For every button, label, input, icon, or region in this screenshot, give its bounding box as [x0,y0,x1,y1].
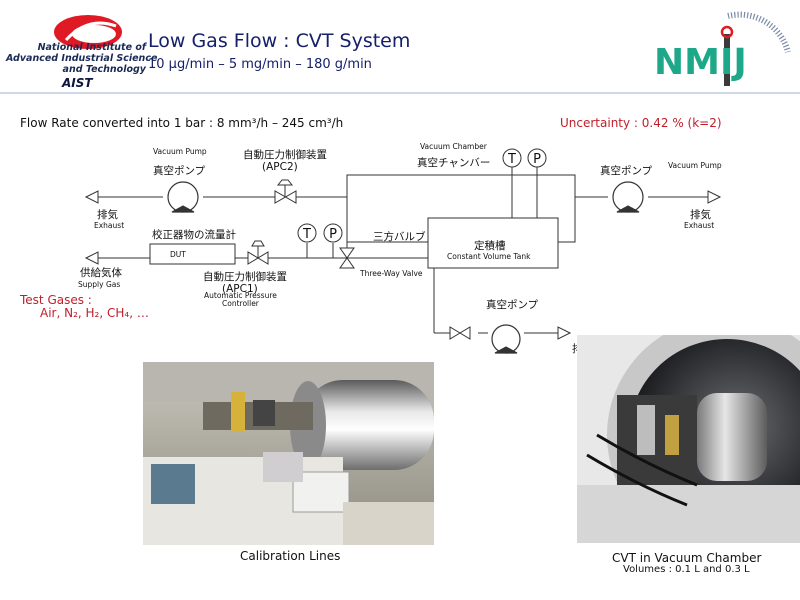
header-divider [0,92,800,94]
cvt-chamber-photo [577,335,800,543]
supply-arrow-icon [84,251,99,265]
aist-logo [54,15,122,49]
exhaust-bottom-arrow-icon [557,326,572,340]
exhaust-right-arrow-icon [707,190,722,204]
sensor-t-label: T [507,152,516,167]
vacuum-pump-right-jp: 真空ポンプ [600,164,653,177]
test-gases-list: Air, N₂, H₂, CH₄, … [40,306,149,320]
bottom-valve-icon [449,326,471,340]
supply-gas-jp: 供給気体 [80,266,122,279]
temperature-sensor-icon [502,148,522,168]
dut-jp: 校正器物の流量計 [152,228,236,241]
vacuum-chamber-jp: 真空チャンバー [417,156,490,169]
sensor-t-label: T [302,227,311,242]
test-gases-heading: Test Gases : [20,293,92,307]
apc1-jp: 自動圧力制御装置 [203,270,287,283]
nmij-logo: NMIJ [654,11,791,86]
cvt-chamber-caption: CVT in Vacuum Chamber [612,551,762,565]
exhaust-left-jp: 排気 [97,208,118,221]
flow-rate-text: Flow Rate converted into 1 bar : 8 mm³/h… [20,116,344,130]
calibration-lines-photo [143,362,434,545]
aist-name-line: and Technology [62,64,146,75]
vacuum-pump-left-en: Vacuum Pump [153,147,207,156]
sensor-p-label: P [533,152,541,167]
supply-gas-en: Supply Gas [78,280,120,289]
page-title: Low Gas Flow : CVT System [148,30,411,52]
exhaust-right-jp: 排気 [690,208,711,221]
exhaust-left-en: Exhaust [94,221,124,230]
aist-brand: AIST [62,76,93,90]
constant-volume-tank-box [427,217,559,269]
vacuum-pump-left-jp: 真空ポンプ [153,164,206,177]
header: National Institute of Advanced Industria… [0,0,800,92]
pressure-sensor-icon [323,223,343,243]
constant-volume-tank-jp: 定積槽 [474,239,506,252]
cvt-volumes-caption: Volumes : 0.1 L and 0.3 L [623,564,750,575]
three-way-valve-en: Three-Way Valve [359,269,423,278]
exhaust-left-arrow-icon [84,190,99,204]
three-way-valve-icon [339,247,355,259]
apc2-jp: 自動圧力制御装置 [243,148,327,161]
vacuum-pump-right-en: Vacuum Pump [668,161,722,170]
nmij-logo-text: NMIJ [654,42,747,83]
exhaust-right-en: Exhaust [684,221,714,230]
three-way-valve-jp: 三方バルブ [373,230,426,243]
pressure-sensor-icon [527,148,547,168]
apc1-en-line: Automatic Pressure [204,291,277,300]
dut-en: DUT [170,250,186,259]
uncertainty-text: Uncertainty : 0.42 % (k=2) [560,116,722,130]
apc2-code: (APC2) [262,161,298,173]
apc1-en-line: Controller [222,299,260,308]
constant-volume-tank-en: Constant Volume Tank [447,252,531,261]
calibration-lines-caption: Calibration Lines [240,549,341,563]
vacuum-chamber-en: Vacuum Chamber [420,142,488,151]
vacuum-pump-bottom-jp: 真空ポンプ [486,298,539,311]
apc1-code: (APC1) [222,283,258,295]
temperature-sensor-icon [297,223,317,243]
sensor-p-label: P [329,227,337,242]
aist-name-line: Advanced Industrial Science [6,53,158,64]
aist-name-line: National Institute of [37,42,146,53]
aist-name: National Institute of Advanced Industria… [6,42,158,75]
page-subtitle: 10 μg/min – 5 mg/min – 180 g/min [148,57,372,72]
dut-box [149,243,236,265]
